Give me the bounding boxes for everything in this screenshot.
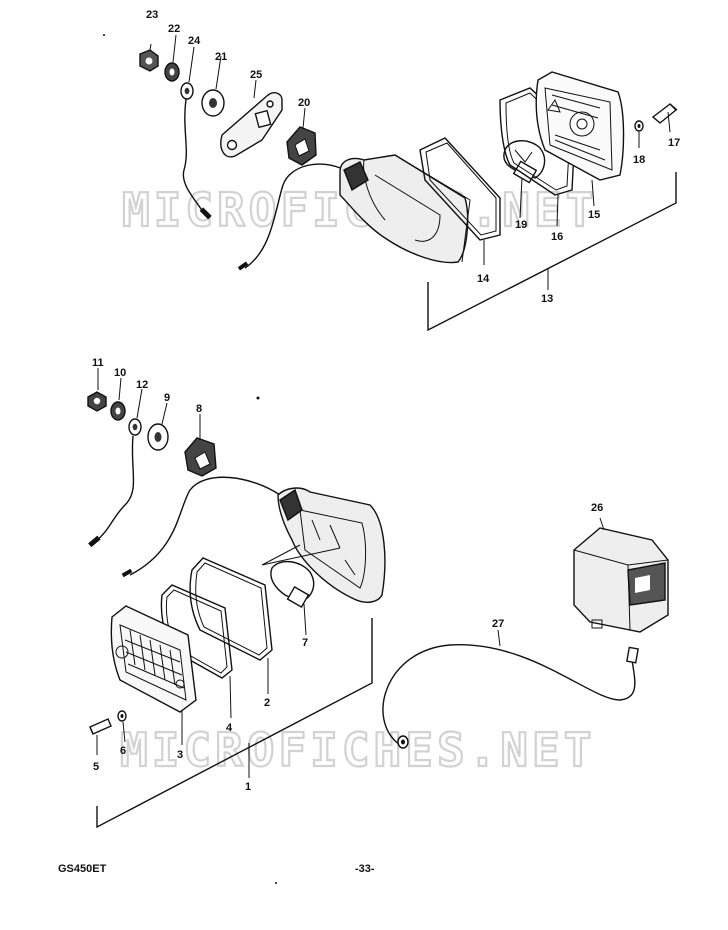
bottom-lamp-wire [129,476,281,576]
callout-20: 20 [298,97,310,109]
callout-labels: 23 22 24 21 25 20 17 18 15 19 16 14 13 1… [92,9,680,793]
callout-1: 1 [245,781,251,793]
part-14-gasket [419,137,501,241]
part-8-grommet [184,437,217,477]
part-26-relay [573,517,669,633]
callout-7: 7 [302,637,308,649]
callout-3: 3 [177,749,183,761]
callout-8: 8 [196,403,202,415]
callout-4: 4 [226,722,233,734]
part-15-lens [535,71,625,181]
callout-13: 13 [541,293,553,305]
callout-9: 9 [164,392,170,404]
callout-17: 17 [668,137,680,149]
callout-26: 26 [591,502,603,514]
callout-16: 16 [551,231,563,243]
part-12-ground-lead [88,418,142,548]
callout-11: 11 [92,357,104,369]
callout-24: 24 [188,35,201,47]
part-2-gasket [189,557,273,661]
callout-6: 6 [120,745,126,757]
part-22-washer [164,62,180,82]
part-23-nut [139,49,159,72]
callout-21: 21 [215,51,227,63]
part-19-bulb [503,140,546,184]
callout-19: 19 [515,219,527,231]
top-lamp-housing [339,154,471,264]
callout-12: 12 [136,379,148,391]
callout-25: 25 [250,69,262,81]
part-11-nut [87,391,107,412]
part-3-lens [110,605,197,713]
part-20-grommet [286,126,317,166]
callout-14: 14 [477,273,490,285]
bottom-assembly [87,368,669,829]
watermark-bottom: MICROFICHES.NET [120,723,595,777]
callout-23: 23 [146,9,158,21]
part-25-bracket [220,92,283,158]
part-17-screw [651,103,678,124]
part-24-ground-lead [180,82,212,220]
part-6-washer [117,710,127,722]
callout-15: 15 [588,209,600,221]
part-18-washer [634,120,644,132]
top-lamp-wire [244,163,346,269]
callout-27: 27 [492,618,504,630]
footer-page-number: -33- [355,863,375,875]
footer-model: GS450ET [58,863,107,875]
callout-2: 2 [264,697,270,709]
part-27-wire [382,629,639,749]
part-7-bulb [261,544,341,609]
callout-22: 22 [168,23,180,35]
callout-18: 18 [633,154,645,166]
part-9-washer [147,423,169,451]
top-assembly [139,34,678,332]
callout-5: 5 [93,761,99,773]
part-21-washer [201,89,225,117]
part-5-screw [89,718,112,735]
bottom-lamp-housing [277,487,386,603]
part-10-washer [110,401,126,421]
callout-10: 10 [114,367,126,379]
